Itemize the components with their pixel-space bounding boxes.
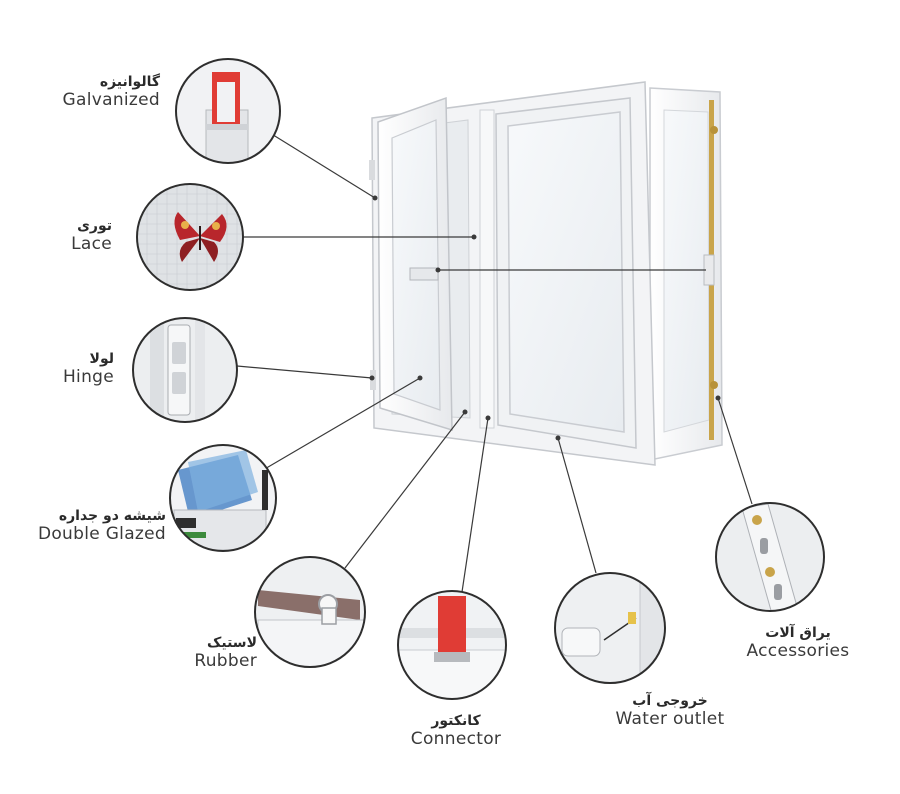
label-lace-fa: توری: [77, 218, 112, 234]
right-open-sash: [649, 87, 723, 461]
leader-double-glazed: [262, 377, 421, 471]
rubber-gasket-detail: [254, 556, 366, 668]
label-connector: کانکتور Connector: [396, 713, 516, 749]
leader-dots: [369, 195, 721, 441]
label-rubber-fa: لاستیک: [207, 635, 257, 651]
label-galvanized: گالوانیزه Galvanized: [63, 74, 160, 110]
label-connector-fa: کانکتور: [431, 713, 481, 729]
hinge-detail: [132, 317, 238, 423]
leader-lines: [236, 132, 753, 593]
window-illustration: [369, 81, 723, 466]
leader-connector: [461, 417, 489, 593]
label-hinge-en: Hinge: [62, 367, 114, 387]
connector-detail: [397, 590, 507, 700]
label-galvanized-en: Galvanized: [62, 90, 160, 110]
left-open-sash: [369, 96, 453, 432]
leader-accessories: [717, 397, 753, 505]
leader-galvanized: [269, 132, 376, 199]
label-accessories-en: Accessories: [746, 641, 850, 661]
label-lace: توری Lace: [71, 218, 112, 254]
label-water-outlet: خروجی آب Water outlet: [600, 693, 740, 729]
butterfly-icon: [174, 212, 227, 262]
label-lace-en: Lace: [71, 234, 112, 254]
leader-water-outlet: [557, 437, 597, 574]
label-hinge: لولا Hinge: [63, 351, 114, 387]
label-connector-en: Connector: [410, 729, 502, 749]
label-double-glazed-en: Double Glazed: [37, 524, 166, 544]
label-hinge-fa: لولا: [89, 351, 114, 367]
label-accessories-fa: یراق آلات: [765, 625, 831, 641]
label-rubber: لاستیک Rubber: [194, 635, 257, 671]
leader-rubber: [344, 411, 466, 569]
hardware-detail: [715, 502, 825, 612]
water-outlet-detail: [554, 572, 666, 684]
label-double-glazed-fa: شیشه دو جداره: [58, 508, 166, 524]
double-glazing-detail: [169, 444, 277, 552]
galvanized-profile-detail: [175, 58, 281, 164]
leader-hinge: [236, 365, 373, 379]
label-galvanized-fa: گالوانیزه: [99, 74, 160, 90]
label-water-outlet-en: Water outlet: [615, 709, 725, 729]
window-handle: [409, 267, 439, 281]
insect-screen-detail: [136, 183, 244, 291]
label-water-outlet-fa: خروجی آب: [632, 693, 708, 709]
label-double-glazed: شیشه دو جداره Double Glazed: [38, 508, 166, 544]
label-accessories: یراق آلات Accessories: [730, 625, 866, 661]
label-rubber-en: Rubber: [194, 651, 257, 671]
glass-pane: [507, 111, 625, 433]
